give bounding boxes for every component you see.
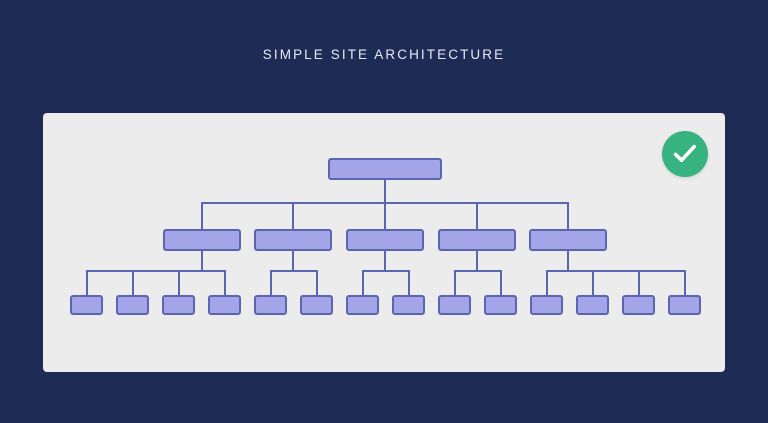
edge-leaf-drop-14 bbox=[684, 270, 686, 295]
tree-node-root[interactable] bbox=[328, 158, 442, 180]
tree-node-group-3[interactable] bbox=[346, 229, 424, 251]
diagram-card bbox=[43, 113, 725, 372]
edge-group-1-bus bbox=[86, 270, 226, 272]
page-title: SIMPLE SITE ARCHITECTURE bbox=[262, 47, 506, 62]
edge-group-2-drop bbox=[292, 251, 294, 270]
tree-node-group-1[interactable] bbox=[163, 229, 241, 251]
edge-leaf-drop-13 bbox=[638, 270, 640, 295]
tree-leaf-4[interactable] bbox=[208, 295, 241, 315]
tree-leaf-2[interactable] bbox=[116, 295, 149, 315]
edge-group-3-bus bbox=[362, 270, 410, 272]
edge-leaf-drop-4 bbox=[224, 270, 226, 295]
tree-node-group-4[interactable] bbox=[438, 229, 516, 251]
edge-level2-drop-1 bbox=[201, 202, 203, 229]
tree-leaf-11[interactable] bbox=[530, 295, 563, 315]
edge-leaf-drop-11 bbox=[546, 270, 548, 295]
tree-leaf-12[interactable] bbox=[576, 295, 609, 315]
tree-leaf-7[interactable] bbox=[346, 295, 379, 315]
check-icon bbox=[673, 144, 696, 162]
tree-leaf-6[interactable] bbox=[300, 295, 333, 315]
edge-leaf-drop-2 bbox=[132, 270, 134, 295]
tree-leaf-5[interactable] bbox=[254, 295, 287, 315]
edge-level2-drop-3 bbox=[384, 202, 386, 229]
tree-leaf-1[interactable] bbox=[70, 295, 103, 315]
edge-leaf-drop-1 bbox=[86, 270, 88, 295]
edge-leaf-drop-10 bbox=[500, 270, 502, 295]
tree-leaf-13[interactable] bbox=[622, 295, 655, 315]
tree-leaf-10[interactable] bbox=[484, 295, 517, 315]
edge-level2-drop-2 bbox=[292, 202, 294, 229]
tree-node-group-5[interactable] bbox=[529, 229, 607, 251]
edge-group-4-bus bbox=[454, 270, 502, 272]
tree-leaf-8[interactable] bbox=[392, 295, 425, 315]
edge-group-4-drop bbox=[476, 251, 478, 270]
edge-group-5-bus bbox=[546, 270, 686, 272]
edge-group-2-bus bbox=[270, 270, 318, 272]
edge-root-drop bbox=[384, 180, 386, 202]
edge-leaf-drop-6 bbox=[316, 270, 318, 295]
tree-leaf-3[interactable] bbox=[162, 295, 195, 315]
edge-group-5-drop bbox=[567, 251, 569, 270]
edge-level2-drop-4 bbox=[476, 202, 478, 229]
edge-leaf-drop-12 bbox=[592, 270, 594, 295]
edge-leaf-drop-7 bbox=[362, 270, 364, 295]
edge-leaf-drop-9 bbox=[454, 270, 456, 295]
success-check-badge[interactable] bbox=[662, 131, 708, 177]
tree-leaf-14[interactable] bbox=[668, 295, 701, 315]
edge-group-1-drop bbox=[201, 251, 203, 270]
edge-group-3-drop bbox=[384, 251, 386, 270]
tree-node-group-2[interactable] bbox=[254, 229, 332, 251]
edge-level2-drop-5 bbox=[567, 202, 569, 229]
site-architecture-tree bbox=[43, 113, 725, 372]
edge-leaf-drop-3 bbox=[178, 270, 180, 295]
edge-leaf-drop-8 bbox=[408, 270, 410, 295]
edge-leaf-drop-5 bbox=[270, 270, 272, 295]
tree-leaf-9[interactable] bbox=[438, 295, 471, 315]
